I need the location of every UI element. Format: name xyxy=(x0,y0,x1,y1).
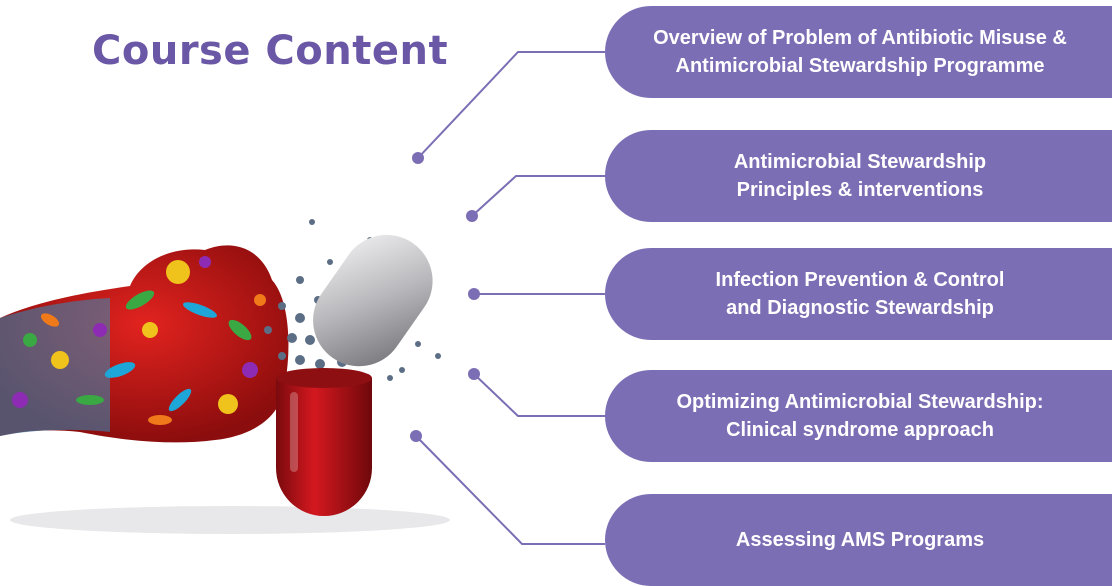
page-title: Course Content xyxy=(92,28,449,74)
floor-shadow xyxy=(10,506,450,534)
capsule-bottom xyxy=(276,368,372,516)
connector-dot xyxy=(466,210,478,222)
course-item-label: Overview of Problem of Antibiotic Misuse… xyxy=(653,27,1067,77)
connector-dot xyxy=(412,152,424,164)
connector-line xyxy=(471,175,605,217)
connector-dot xyxy=(468,368,480,380)
course-item-label: Optimizing Antimicrobial Stewardship: Cl… xyxy=(676,391,1044,441)
capsule-top xyxy=(313,234,433,367)
connector-line xyxy=(473,373,605,417)
connector-dot xyxy=(468,288,480,300)
course-item-label: Infection Prevention & Control and Diagn… xyxy=(715,269,1005,319)
course-item-1[interactable]: Overview of Problem of Antibiotic Misuse… xyxy=(605,6,1112,98)
connector-line xyxy=(417,51,605,159)
course-item-2[interactable]: Antimicrobial Stewardship Principles & i… xyxy=(605,130,1112,222)
connector-line xyxy=(415,435,605,545)
bacteria-fist xyxy=(0,245,289,443)
connector-lines xyxy=(415,51,605,545)
connector-dots xyxy=(410,152,480,442)
course-item-label: Assessing AMS Programs xyxy=(735,529,985,551)
course-item-5[interactable]: Assessing AMS Programs xyxy=(605,494,1112,586)
course-item-4[interactable]: Optimizing Antimicrobial Stewardship: Cl… xyxy=(605,370,1112,462)
course-item-label: Antimicrobial Stewardship Principles & i… xyxy=(733,151,987,201)
connector-dot xyxy=(410,430,422,442)
course-item-3[interactable]: Infection Prevention & Control and Diagn… xyxy=(605,248,1112,340)
